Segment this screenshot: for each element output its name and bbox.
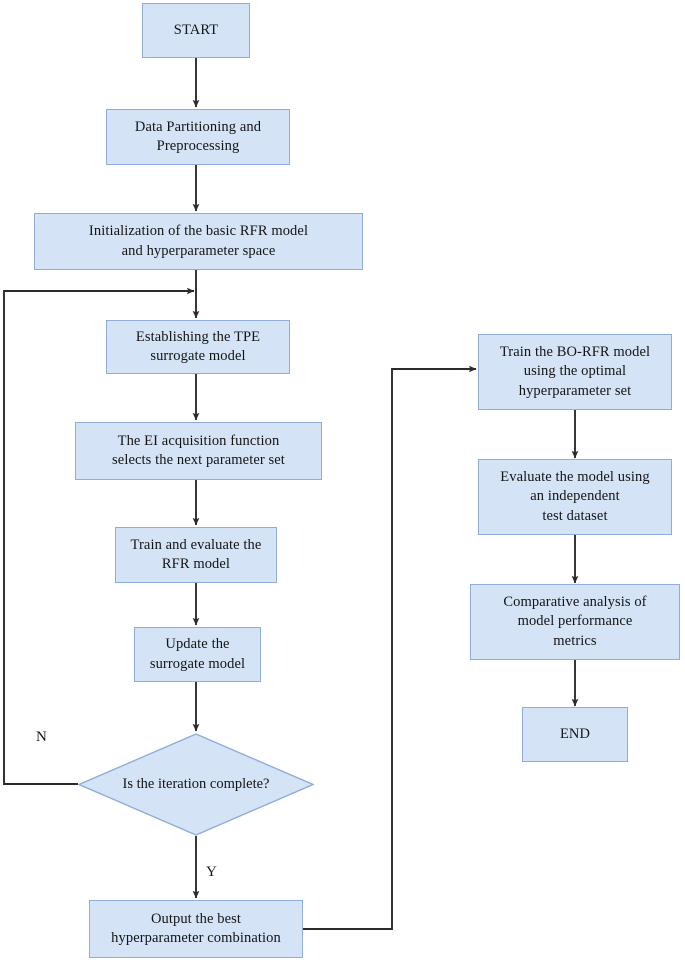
node-update-surrogate-model[interactable]: Update the surrogate model xyxy=(134,627,261,682)
node-start[interactable]: START xyxy=(142,3,250,58)
node-end[interactable]: END xyxy=(522,707,628,762)
node-initialization-rfr-model[interactable]: Initialization of the basic RFR model an… xyxy=(34,213,363,270)
node-output-best-hyperparameter-combination[interactable]: Output the best hyperparameter combinati… xyxy=(89,900,303,958)
node-ei-acquisition-function[interactable]: The EI acquisition function selects the … xyxy=(75,422,322,480)
node-comparative-analysis-metrics[interactable]: Comparative analysis of model performanc… xyxy=(470,584,680,660)
node-data-partitioning-and-preprocessing[interactable]: Data Partitioning and Preprocessing xyxy=(106,109,290,165)
node-decision-is-iteration-complete[interactable]: Is the iteration complete? xyxy=(78,733,314,836)
diamond-shape xyxy=(78,733,314,836)
branch-label-no: N xyxy=(36,729,47,745)
branch-label-yes: Y xyxy=(206,864,217,880)
edge-output-to-train-borfr xyxy=(303,365,477,930)
node-train-and-evaluate-rfr-model[interactable]: Train and evaluate the RFR model xyxy=(115,527,277,583)
node-establishing-tpe-surrogate-model[interactable]: Establishing the TPE surrogate model xyxy=(106,320,290,374)
node-train-bo-rfr-model[interactable]: Train the BO-RFR model using the optimal… xyxy=(478,334,672,410)
node-evaluate-model-test-dataset[interactable]: Evaluate the model using an independent … xyxy=(478,459,672,535)
